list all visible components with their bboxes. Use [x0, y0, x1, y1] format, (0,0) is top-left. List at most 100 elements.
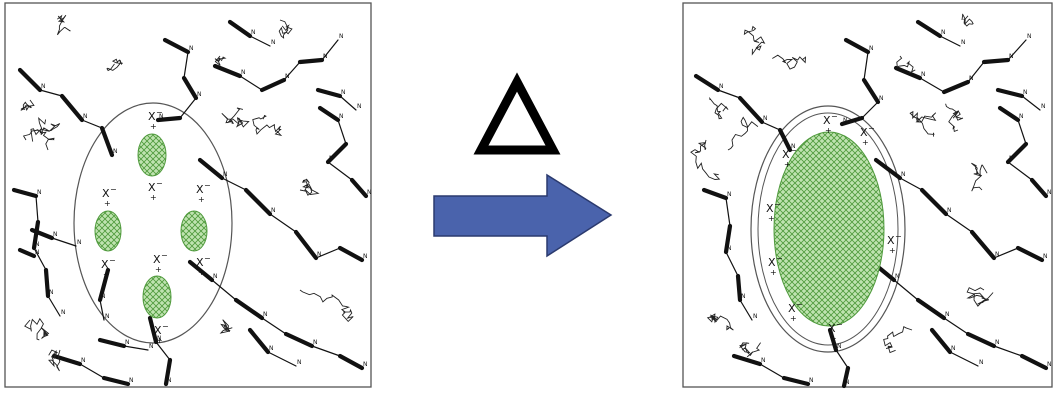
negative-charge: − [156, 108, 163, 117]
side-chain [971, 162, 988, 192]
side-chain [739, 342, 761, 358]
process-indicator [433, 72, 613, 258]
positive-charge: + [784, 160, 791, 169]
bond [1017, 119, 1027, 145]
polymer-backbone: NNN [693, 73, 796, 153]
bond [993, 247, 1019, 259]
before-micelle-boundary [73, 102, 233, 344]
bond [725, 251, 739, 277]
nitrogen-atom-label: N [741, 293, 746, 300]
bond [239, 75, 263, 91]
side-chain [252, 114, 283, 137]
side-chain [22, 116, 61, 141]
bond [79, 363, 105, 379]
bond [211, 279, 237, 301]
bond [243, 187, 273, 217]
nitrogen-atom-label: N [157, 335, 162, 342]
bond [99, 125, 115, 158]
bond [337, 245, 365, 263]
bond [212, 63, 243, 79]
nitrogen-atom-label: N [223, 171, 228, 178]
bond [723, 223, 733, 255]
side-chain [706, 313, 734, 331]
polymer-backbone: NN [731, 353, 814, 387]
nitrogen-atom-label: N [761, 357, 766, 364]
bond [929, 327, 953, 355]
nitrogen-atom-label: N [329, 155, 334, 162]
nitrogen-atom-label: N [969, 75, 974, 82]
nitrogen-atom-label: N [317, 251, 322, 258]
counter-ion-label: X [823, 114, 831, 127]
after-counter-ions: X−+X−+X−+X−+X−+X−+X−+X−+ [766, 112, 902, 343]
bond [967, 61, 985, 83]
positive-charge: + [103, 270, 110, 279]
nitrogen-atom-label: N [269, 345, 274, 352]
negative-charge: − [204, 254, 211, 263]
positive-charge: + [830, 334, 837, 343]
bond [325, 141, 349, 165]
nitrogen-atom-label: N [339, 113, 344, 120]
bond [179, 97, 197, 119]
nitrogen-atom-label: N [1009, 53, 1014, 60]
negative-charge: − [790, 146, 797, 155]
counter-ion-label: X [860, 126, 868, 139]
counter-ion-label: X [768, 256, 776, 269]
nitrogen-atom-label: N [357, 103, 362, 110]
nitrogen-atom-label: N [197, 91, 202, 98]
bond [249, 35, 271, 47]
nitrogen-atom-label: N [77, 239, 82, 246]
counter-ion-label: X [782, 148, 790, 161]
bond [1015, 245, 1045, 263]
nitrogen-atom-label: N [271, 39, 276, 46]
bond [861, 77, 881, 105]
bond [717, 89, 741, 99]
negative-charge: − [204, 181, 211, 190]
polymer-backbone: N [17, 247, 40, 259]
polymer-backbone: NN [227, 19, 276, 47]
polymer-backbone: NN [97, 267, 111, 321]
nitrogen-atom-label: N [41, 83, 46, 90]
nitrogen-atom-label: N [845, 379, 850, 386]
bond [1029, 177, 1049, 199]
nitrogen-atom-label: N [727, 191, 732, 198]
bond [761, 121, 781, 131]
positive-charge: + [198, 195, 205, 204]
large-particle [773, 131, 885, 327]
nitrogen-atom-label: N [339, 33, 344, 40]
nitrogen-atom-label: N [189, 45, 194, 52]
bond [893, 279, 919, 301]
before-frame [4, 2, 372, 388]
polymer-backbone: NN [315, 87, 362, 111]
side-chain [20, 99, 35, 111]
nitrogen-atom-label: N [1043, 253, 1048, 260]
side-chain [772, 54, 807, 70]
counter-ion: X−+ [154, 322, 169, 345]
bond [759, 363, 785, 379]
nitrogen-atom-label: N [323, 53, 328, 60]
bond [827, 327, 839, 353]
bond [949, 351, 979, 367]
nitrogen-atom-label: N [879, 95, 884, 102]
bond [187, 259, 215, 283]
nitrogen-atom-label: N [1019, 113, 1024, 120]
bond [11, 187, 39, 199]
negative-charge: − [161, 251, 168, 260]
counter-ion: X−+ [768, 254, 783, 277]
bond [97, 267, 111, 303]
bond [337, 119, 347, 145]
negative-charge: − [774, 200, 781, 209]
counter-ion: X−+ [148, 179, 163, 202]
bond [1007, 161, 1033, 181]
bond [283, 61, 301, 81]
bond [221, 177, 247, 191]
nitrogen-atom-label: N [149, 343, 154, 350]
bond [701, 187, 729, 201]
bond [919, 187, 949, 217]
before-particles [94, 133, 208, 319]
counter-ion-label: X [148, 110, 156, 123]
positive-charge: + [150, 193, 157, 202]
